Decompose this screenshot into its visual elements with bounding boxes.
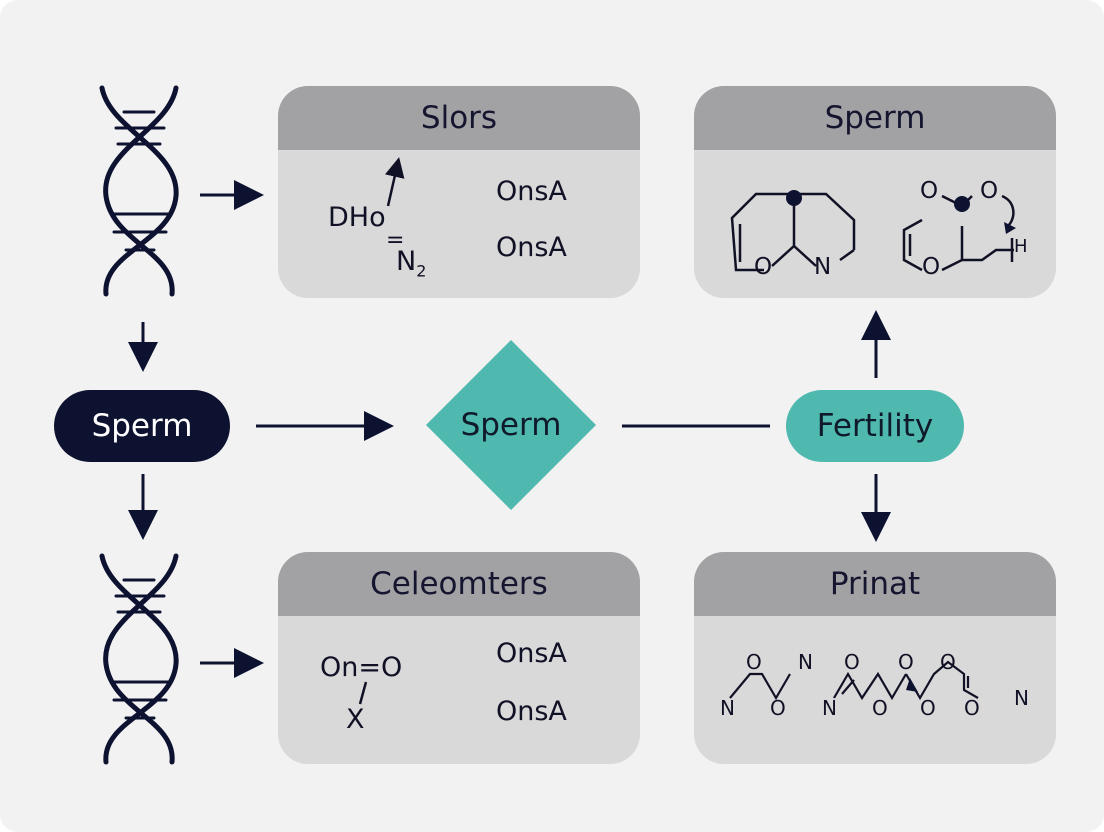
prinat-atom-10: O — [940, 650, 956, 674]
card-celeomters: Celeomters On=O X OnsA OnsA — [278, 552, 640, 764]
sperm-atom-6: H — [1014, 236, 1028, 257]
sperm-pill-label: Sperm — [91, 408, 193, 444]
prinat-molecule-drawing — [729, 660, 979, 701]
card-sperm-title: Sperm — [694, 86, 1056, 150]
celeomters-formula-sub: X — [346, 704, 365, 735]
card-slors: Slors DHo = N2 OnsA OnsA — [278, 86, 640, 298]
prinat-atom-6: O — [844, 650, 860, 674]
card-prinat-title: Prinat — [694, 552, 1056, 616]
card-slors-body: DHo = N2 OnsA OnsA — [278, 150, 640, 298]
sperm-atom-2: N — [814, 254, 832, 280]
slors-row-2: OnsA — [496, 232, 567, 263]
slors-formula-main: DHo — [328, 202, 386, 233]
prinat-atom-3: O — [770, 696, 786, 720]
prinat-atom-5: N — [822, 696, 837, 720]
sperm-atom-5: O — [922, 254, 941, 280]
card-celeomters-title: Celeomters — [278, 552, 640, 616]
sperm-atom-1: O — [754, 254, 773, 280]
sperm-molecule-drawing — [730, 190, 1016, 272]
card-celeomters-body: On=O X OnsA OnsA — [278, 616, 640, 764]
sperm-pill-node: Sperm — [54, 390, 230, 462]
celeomters-row-1: OnsA — [496, 638, 567, 669]
slors-row-1: OnsA — [496, 176, 567, 207]
prinat-atom-7: O — [872, 696, 888, 720]
prinat-atom-8: O — [898, 650, 914, 674]
sperm-diamond-label: Sperm — [460, 407, 562, 443]
slors-formula-sub: N2 — [396, 246, 427, 281]
dna-helix-icon — [99, 85, 179, 297]
prinat-atom-2: O — [746, 650, 762, 674]
dna-helix-icon — [99, 553, 179, 765]
prinat-atom-11: O — [964, 696, 980, 720]
prinat-atom-4: N — [798, 650, 813, 674]
celeomters-row-2: OnsA — [496, 696, 567, 727]
fertility-pill-node: Fertility — [786, 390, 964, 462]
card-prinat-body: N O O N N O O O O O O N — [694, 616, 1056, 764]
prinat-atom-12: N — [1014, 686, 1029, 710]
card-prinat: Prinat N O O N N O O O O O O — [694, 552, 1056, 764]
celeomters-molecule-bonds — [358, 681, 368, 705]
prinat-atom-1: N — [720, 696, 735, 720]
slors-molecule-bonds — [384, 157, 405, 207]
sperm-diamond-shape — [426, 340, 596, 510]
card-sperm-body: O N O O O H — [694, 150, 1056, 298]
sperm-diamond-node: Sperm — [426, 340, 596, 510]
card-sperm: Sperm — [694, 86, 1056, 298]
fertility-pill-label: Fertility — [816, 408, 934, 444]
card-slors-title: Slors — [278, 86, 640, 150]
celeomters-formula-main: On=O — [320, 652, 403, 683]
slors-formula-bond: = — [386, 228, 405, 253]
sperm-atom-4: O — [980, 178, 999, 204]
sperm-atom-3: O — [920, 178, 939, 204]
prinat-atom-9: O — [920, 696, 936, 720]
